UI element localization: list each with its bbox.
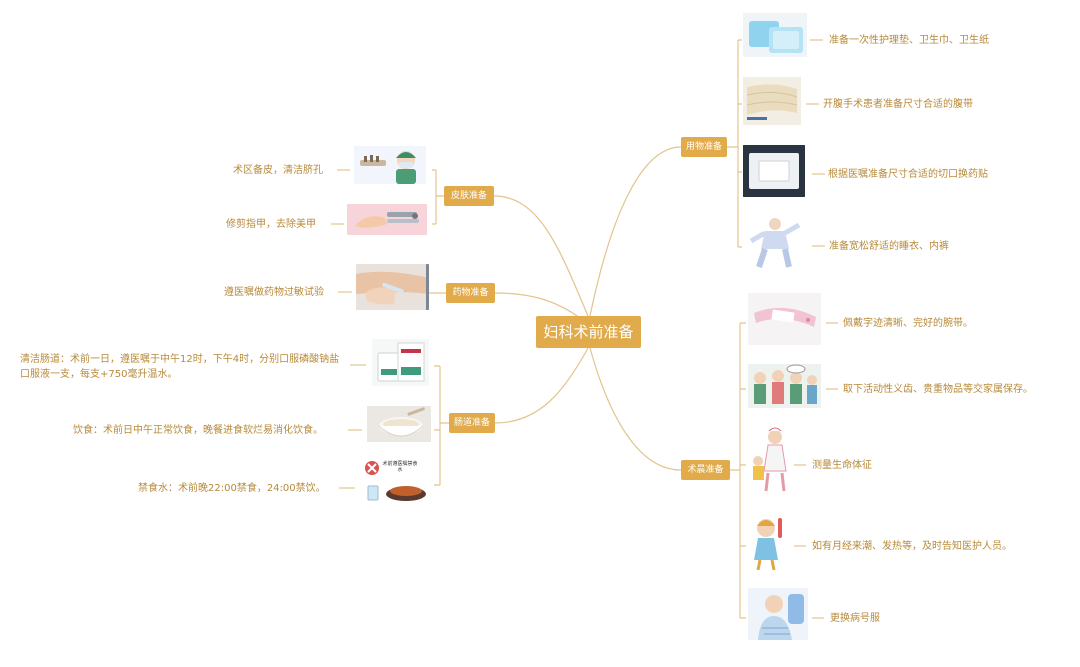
leaf-dayof-vitals[interactable]: 测量生命体征 <box>812 460 872 471</box>
connector-root-supplies <box>589 146 682 317</box>
nurse-shaving-icon <box>354 146 426 184</box>
leaf-bowel-cleanse[interactable]: 清洁肠道：术前一日，遵医嘱于中午12时，下午4时，分别口服磷酸钠盐口服液一支，每… <box>20 354 340 380</box>
pajamas-icon <box>743 215 807 269</box>
leaf-bowel-diet[interactable]: 饮食：术前日中午正常饮食，晚餐进食软烂易消化饮食。 <box>73 425 323 436</box>
connector-root-dayof <box>589 347 682 471</box>
branch-skin-prep[interactable]: 皮肤准备 <box>444 186 494 206</box>
branch-drug-prep[interactable]: 药物准备 <box>446 283 495 303</box>
bracket-skin <box>432 169 444 225</box>
leaf-dayof-menstruation-fever[interactable]: 如有月经来潮、发热等，及时告知医护人员。 <box>812 541 1012 552</box>
bracket-bowel <box>434 365 449 486</box>
thermometer-girl-icon <box>748 512 790 570</box>
bracket-dayof <box>730 322 746 619</box>
branch-supplies-prep[interactable]: 用物准备 <box>681 137 727 157</box>
leaf-supplies-pajamas[interactable]: 准备宽松舒适的睡衣、内裤 <box>829 241 949 252</box>
connector-root-bowel <box>494 347 589 424</box>
branch-dayof-prep[interactable]: 术晨准备 <box>681 460 730 480</box>
leaf-supplies-pads[interactable]: 准备一次性护理垫、卫生巾、卫生纸 <box>829 35 989 46</box>
wristband-icon <box>748 293 821 345</box>
patient-gown-icon <box>748 588 808 640</box>
oral-solution-box-icon <box>372 339 429 386</box>
care-pad-icon <box>743 13 807 57</box>
leaf-drug-allergy-test[interactable]: 遵医嘱做药物过敏试验 <box>224 287 324 298</box>
leaf-dayof-gown[interactable]: 更换病号服 <box>830 613 880 624</box>
no-food-water-caption: 术前遵医嘱禁食水 <box>382 461 418 473</box>
no-food-water-icon: 术前遵医嘱禁食水 <box>360 458 432 506</box>
leaf-supplies-binder[interactable]: 开腹手术患者准备尺寸合适的腹带 <box>823 99 973 110</box>
family-group-icon <box>748 364 821 408</box>
nail-clipper-icon <box>347 204 427 235</box>
skin-test-injection-icon <box>356 264 429 310</box>
connector-root-drug <box>494 292 581 319</box>
abdominal-binder-icon <box>743 77 801 125</box>
branch-bowel-prep[interactable]: 肠道准备 <box>449 413 495 433</box>
porridge-bowl-icon <box>367 406 431 442</box>
leaf-skin-nails[interactable]: 修剪指甲，去除美甲 <box>226 219 316 230</box>
nurse-measuring-icon <box>748 425 792 493</box>
root-node[interactable]: 妇科术前准备 <box>536 316 641 348</box>
leaf-bowel-fasting[interactable]: 禁食水：术前晚22:00禁食，24:00禁饮。 <box>138 483 326 494</box>
wound-dressing-icon <box>743 145 805 197</box>
connector-root-skin <box>493 195 589 317</box>
leaf-supplies-dressing[interactable]: 根据医嘱准备尺寸合适的切口换药贴 <box>828 169 988 180</box>
leaf-dayof-dentures[interactable]: 取下活动性义齿、贵重物品等交家属保存。 <box>843 384 1033 395</box>
leaf-dayof-wristband[interactable]: 佩戴字迹清晰、完好的腕带。 <box>843 318 973 329</box>
leaf-skin-shave[interactable]: 术区备皮，清洁脐孔 <box>233 165 323 176</box>
